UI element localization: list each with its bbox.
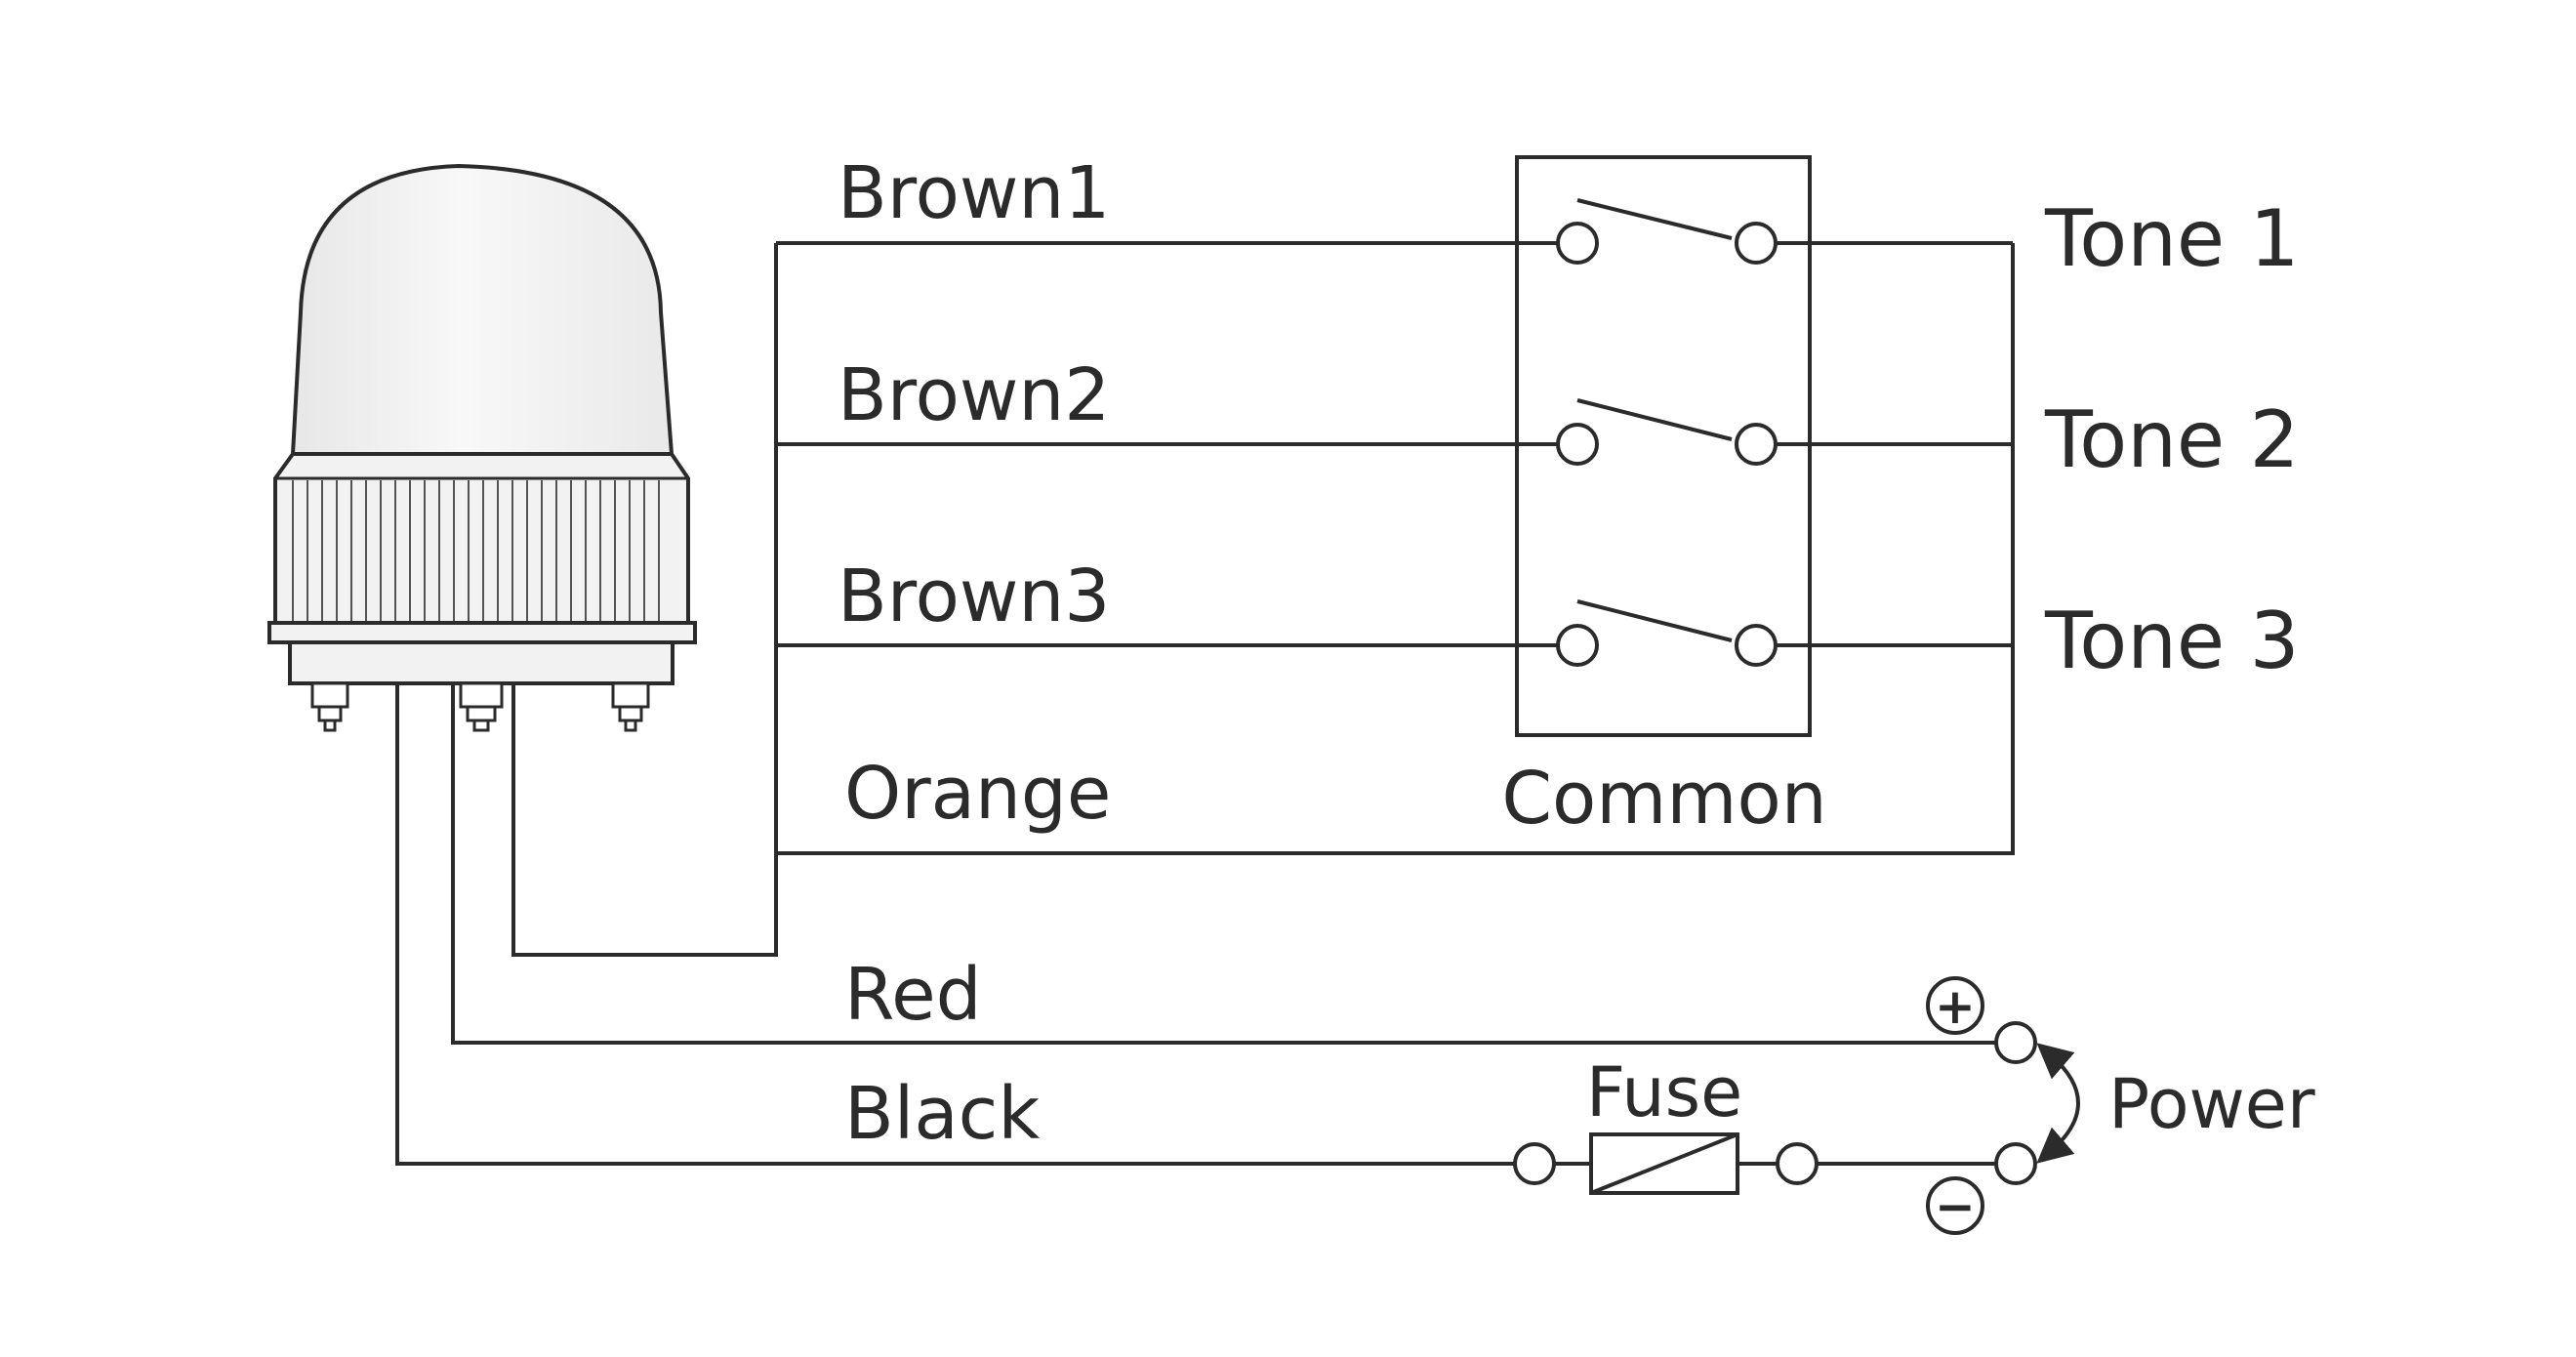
plus-sign-icon	[1926, 976, 1984, 1035]
label-red: Red	[844, 953, 982, 1037]
switch-3	[1556, 599, 1778, 667]
switch-2	[1556, 398, 1778, 466]
plus-sign-text: +	[1935, 978, 1976, 1035]
power-terminal-positive	[1994, 1021, 2037, 1064]
fuse-assembly	[1513, 1132, 1996, 1195]
terminal-right	[611, 681, 650, 732]
fuse-terminal-left	[1513, 1142, 1556, 1185]
orange-wire	[776, 243, 2015, 855]
label-black: Black	[844, 1072, 1040, 1156]
label-tone1: Tone 1	[2044, 193, 2299, 284]
beacon-flange	[267, 621, 697, 644]
beacon-ribs	[292, 480, 660, 621]
label-fuse: Fuse	[1586, 1052, 1742, 1132]
minus-sign-text: −	[1935, 1178, 1976, 1235]
beacon-dome	[290, 163, 675, 456]
beacon-device	[267, 163, 697, 732]
terminal-center	[459, 681, 504, 732]
label-orange: Orange	[844, 752, 1111, 836]
label-common: Common	[1501, 757, 1826, 841]
switch-block	[1515, 155, 2013, 737]
wire-bus	[395, 241, 2015, 1166]
label-brown2: Brown2	[838, 353, 1110, 437]
terminal-left	[310, 681, 349, 732]
black-wire	[395, 683, 1515, 1166]
label-power: Power	[2108, 1064, 2315, 1144]
fuse-terminal-right	[1776, 1142, 1819, 1185]
beacon-base	[288, 640, 675, 685]
label-tone3: Tone 3	[2044, 596, 2299, 686]
common-feed-wire	[511, 243, 778, 957]
switch-1	[1556, 198, 1778, 265]
label-brown1: Brown1	[838, 151, 1110, 235]
label-tone2: Tone 2	[2044, 394, 2299, 485]
minus-sign-icon	[1926, 1176, 1984, 1235]
red-wire	[451, 683, 1996, 1045]
power-terminals	[1926, 976, 2080, 1235]
label-brown3: Brown3	[838, 555, 1110, 638]
power-arrow-icon	[2036, 1043, 2080, 1164]
power-terminal-negative	[1994, 1142, 2037, 1185]
